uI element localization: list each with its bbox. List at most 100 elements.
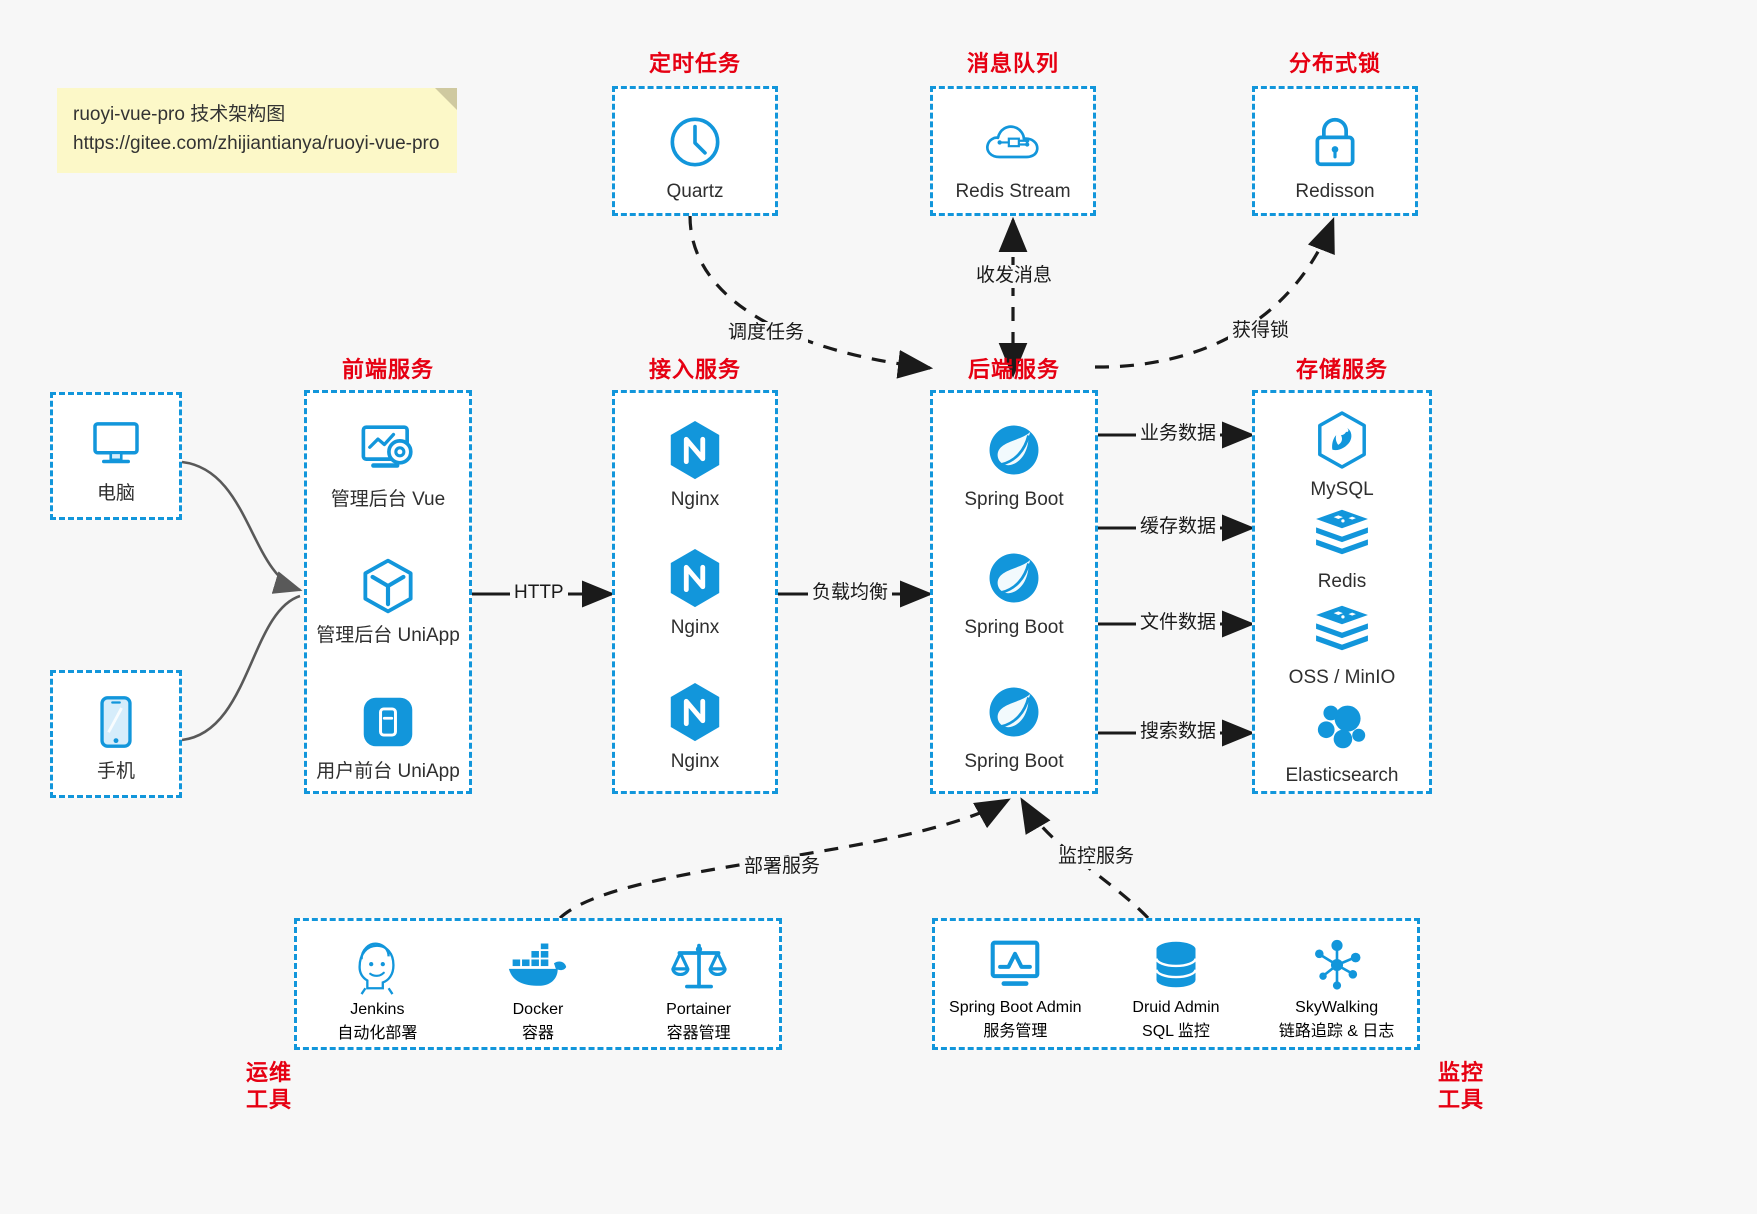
note-line-url: https://gitee.com/zhijiantianya/ruoyi-vu… [73,133,440,155]
node-label: SkyWalking [1295,999,1379,1016]
group-lock: Redisson [1252,86,1418,216]
edge-label-loadbalance: 负载均衡 [808,582,893,605]
edge-label-search-data: 搜索数据 [1136,721,1221,744]
node-redis[interactable]: Redis [1255,501,1429,594]
node-skywalking[interactable]: SkyWalking 链路追踪 & 日志 [1256,935,1417,1041]
node-oss-minio[interactable]: OSS / MinIO [1255,597,1429,690]
mysql-icon [1255,409,1429,471]
mobile-icon [53,691,179,753]
node-label: Nginx [670,489,720,510]
group-title-gateway: 接入服务 [648,357,741,382]
group-title-devops: 运维 工具 [236,1060,302,1114]
edge-label-mq-exchange: 收发消息 [972,265,1057,288]
node-spring-boot-2[interactable]: Spring Boot [933,547,1095,640]
node-label: Quartz [666,181,724,202]
node-admin-vue[interactable]: 管理后台 Vue [307,419,469,512]
cloud-stream-icon [933,111,1093,173]
edge-label-cache-data: 缓存数据 [1136,516,1221,539]
elasticsearch-icon [1255,695,1429,757]
node-label: Spring Boot [964,751,1064,772]
nginx-icon [615,419,775,481]
group-mq: Redis Stream [930,86,1096,216]
node-sublabel: 容器管理 [666,1025,731,1042]
node-elasticsearch[interactable]: Elasticsearch [1255,695,1429,788]
edge-desktop-to-frontend [181,460,303,594]
group-storage: MySQL Redis [1252,390,1432,794]
oss-minio-icon [1255,597,1429,659]
node-spring-boot-1[interactable]: Spring Boot [933,419,1095,512]
group-title-devops-line2: 工具 [245,1086,292,1112]
monitor-items: Spring Boot Admin 服务管理 Druid Admin SQL 监… [935,935,1417,1041]
nginx-icon [615,681,775,743]
spring-boot-icon [933,681,1095,743]
node-desktop[interactable]: 电脑 [53,413,179,506]
spring-boot-icon [933,547,1095,609]
node-docker[interactable]: Docker 容器 [458,937,619,1043]
node-spring-boot-admin[interactable]: Spring Boot Admin 服务管理 [935,935,1096,1041]
node-portainer[interactable]: Portainer 容器管理 [618,937,779,1043]
node-label: Nginx [670,751,720,772]
group-title-monitor-line1: 监控 [1437,1060,1484,1085]
edge-label-biz-data: 业务数据 [1136,423,1221,446]
redis-icon [1255,501,1429,563]
cube-icon [307,555,469,617]
node-nginx-1[interactable]: Nginx [615,419,775,512]
node-sublabel: 容器 [521,1025,554,1042]
node-nginx-2[interactable]: Nginx [615,547,775,640]
node-label: Docker [512,1001,564,1018]
jenkins-icon [297,937,458,997]
edge-label-acquire-lock: 获得锁 [1228,320,1294,343]
node-mobile[interactable]: 手机 [53,691,179,784]
group-client-mobile: 手机 [50,670,182,798]
node-redisson[interactable]: Redisson [1255,111,1415,204]
node-label: Redisson [1295,181,1375,202]
node-redis-stream[interactable]: Redis Stream [933,111,1093,204]
docker-icon [458,937,619,997]
node-druid-admin[interactable]: Druid Admin SQL 监控 [1096,935,1257,1041]
group-title-mq: 消息队列 [966,51,1059,76]
node-label: Spring Boot [964,489,1064,510]
node-label: Nginx [670,617,720,638]
group-monitor: Spring Boot Admin 服务管理 Druid Admin SQL 监… [932,918,1420,1050]
node-label: 管理后台 Vue [330,489,446,510]
devops-items: Jenkins 自动化部署 Dock [297,937,779,1043]
group-title-frontend: 前端服务 [341,357,434,382]
database-icon [1096,935,1257,995]
group-title-monitor: 监控 工具 [1428,1060,1494,1114]
note-line-title: ruoyi-vue-pro 技术架构图 [73,104,286,125]
edge-label-schedule: 调度任务 [724,322,809,345]
edge-label-file-data: 文件数据 [1136,612,1221,635]
node-label: Elasticsearch [1285,765,1399,786]
group-devops: Jenkins 自动化部署 Dock [294,918,782,1050]
node-label: OSS / MinIO [1288,667,1396,688]
group-title-storage: 存储服务 [1295,357,1388,382]
edge-mobile-to-frontend [181,594,301,742]
edge-label-monitoring: 监控服务 [1054,846,1139,869]
group-title-devops-line1: 运维 [245,1060,292,1085]
node-spring-boot-3[interactable]: Spring Boot [933,681,1095,774]
node-label: Spring Boot [964,617,1064,638]
node-mysql[interactable]: MySQL [1255,409,1429,502]
node-label: MySQL [1310,479,1374,500]
node-label: 手机 [96,761,135,782]
monitor-chart-icon [935,935,1096,995]
group-title-backend: 后端服务 [967,357,1060,382]
node-nginx-3[interactable]: Nginx [615,681,775,774]
node-admin-uniapp[interactable]: 管理后台 UniApp [307,555,469,648]
node-user-uniapp[interactable]: 用户前台 UniApp [307,691,469,784]
node-sublabel: 链路追踪 & 日志 [1278,1023,1395,1040]
node-sublabel: SQL 监控 [1142,1023,1210,1040]
node-quartz[interactable]: Quartz [615,111,775,204]
group-frontend: 管理后台 Vue 管理后台 UniApp 用户前台 UniApp [304,390,472,794]
spring-boot-icon [933,419,1095,481]
group-title-monitor-line2: 工具 [1437,1086,1484,1112]
group-client-desktop: 电脑 [50,392,182,520]
dashboard-gear-icon [307,419,469,481]
desktop-icon [53,413,179,475]
node-jenkins[interactable]: Jenkins 自动化部署 [297,937,458,1043]
node-label: Druid Admin [1132,999,1220,1016]
node-label: Jenkins [350,1001,405,1018]
group-gateway: Nginx Nginx Nginx [612,390,778,794]
